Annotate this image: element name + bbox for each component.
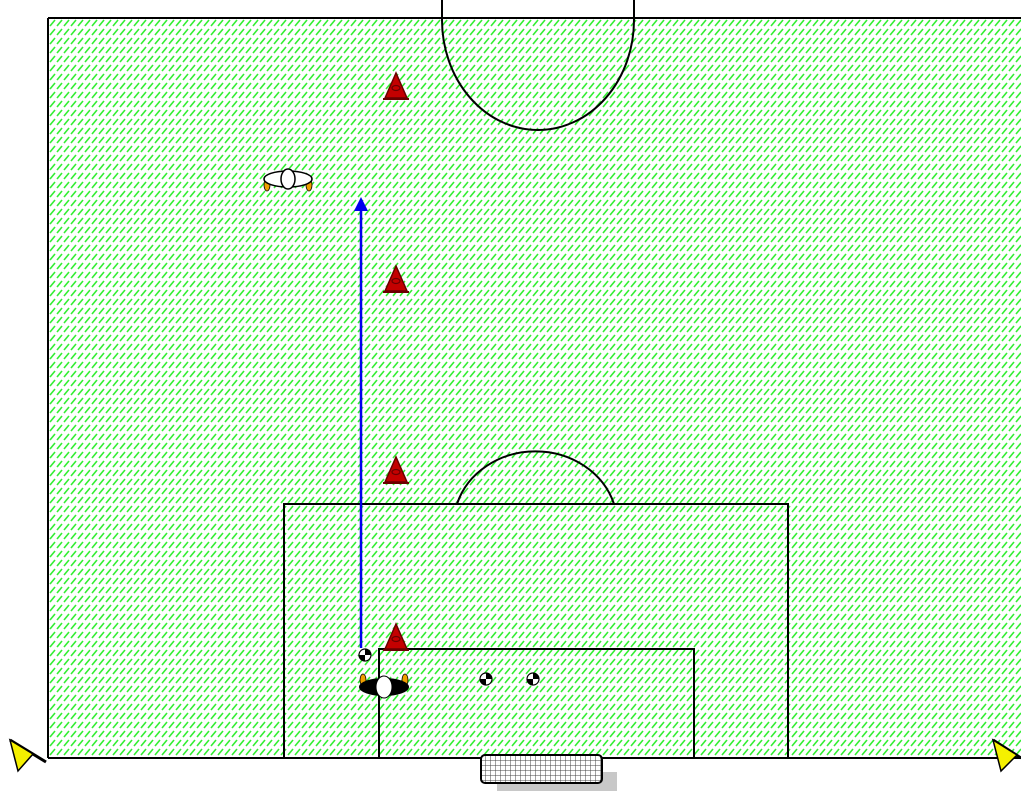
goal — [481, 755, 617, 791]
corner-flag-left — [10, 740, 46, 771]
ball[interactable] — [359, 649, 371, 661]
ball[interactable] — [480, 673, 492, 685]
ball[interactable] — [527, 673, 539, 685]
